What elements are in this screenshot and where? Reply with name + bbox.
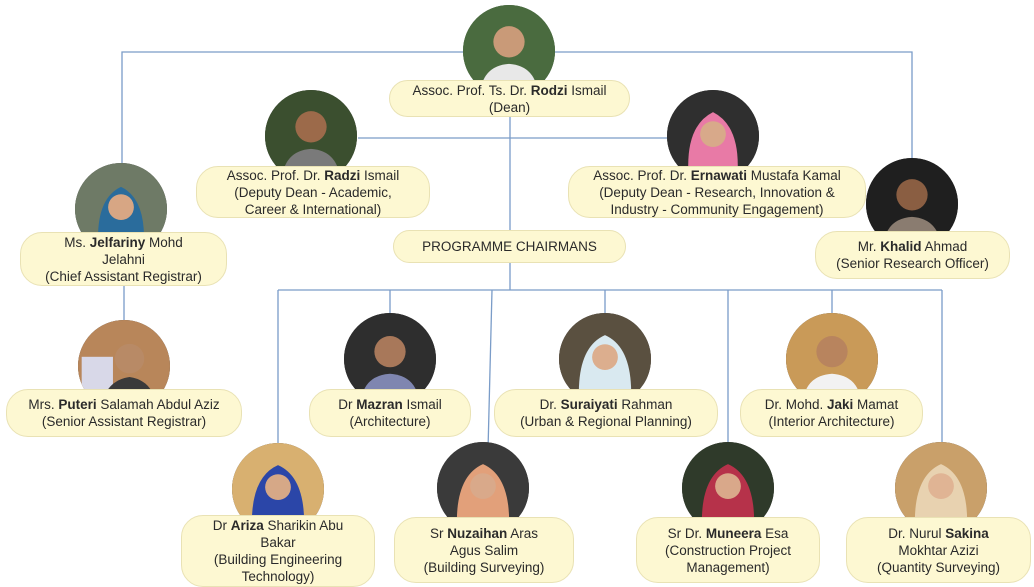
building-surveying-chair-card: Sr Nuzaihan Aras Agus Salim (Building Su… [394, 517, 574, 583]
programme-chairmans-card: PROGRAMME CHAIRMANS [393, 230, 626, 263]
research-officer-card: Mr. Khalid Ahmad (Senior Research Office… [815, 231, 1010, 279]
architecture-chair-card: Dr Mazran Ismail (Architecture) [309, 389, 471, 437]
interior-chair-card: Dr. Mohd. Jaki Mamat (Interior Architect… [740, 389, 923, 437]
building-eng-chair-card: Dr Ariza Sharikin Abu Bakar (Building En… [181, 515, 375, 587]
senior-registrar-card: Mrs. Puteri Salamah Abdul Aziz (Senior A… [6, 389, 242, 437]
quantity-surveying-chair-card: Dr. Nurul Sakina Mokhtar Azizi (Quantity… [846, 517, 1031, 583]
chief-registrar-card: Ms. Jelfariny Mohd Jelahni (Chief Assist… [20, 232, 227, 286]
urban-planning-chair-card: Dr. Suraiyati Rahman (Urban & Regional P… [494, 389, 718, 437]
dean-card: Assoc. Prof. Ts. Dr. Rodzi Ismail (Dean) [389, 80, 630, 117]
deputy-dean-research-card: Assoc. Prof. Dr. Ernawati Mustafa Kamal … [568, 166, 866, 218]
deputy-dean-academic-card: Assoc. Prof. Dr. Radzi Ismail (Deputy De… [196, 166, 430, 218]
construction-pm-chair-card: Sr Dr. Muneera Esa (Construction Project… [636, 517, 820, 583]
